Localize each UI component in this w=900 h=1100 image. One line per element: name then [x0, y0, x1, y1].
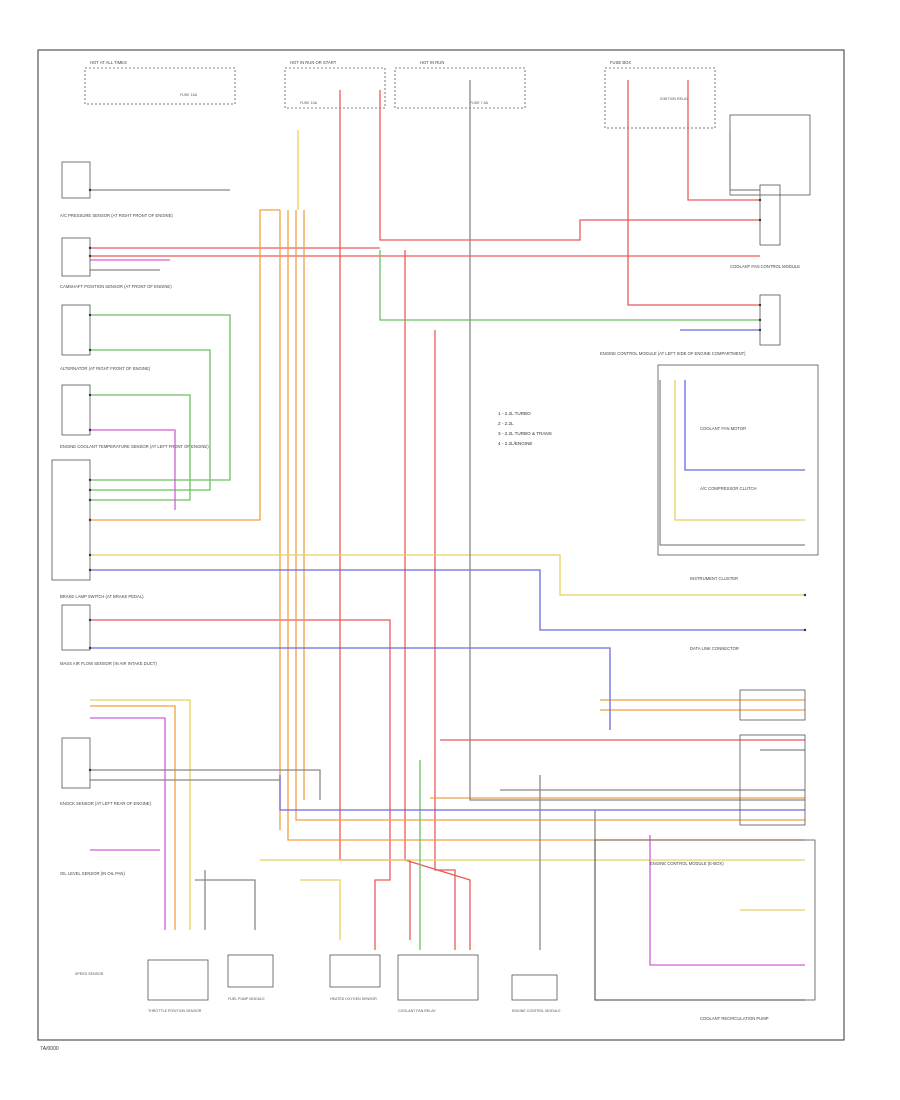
- right-label-7: ENGINE CONTROL MODULE (E-BOX): [650, 861, 724, 866]
- fuse-box-center: [284, 67, 386, 109]
- left-components: A/C PRESSURE SENSOR (AT RIGHT FRONT OF E…: [51, 161, 209, 876]
- bottom-label-1: SPEED SENSOR: [75, 972, 104, 976]
- legend-item-1: 1 - 2.2L TURBO: [498, 411, 531, 416]
- wire-blue-2: [90, 647, 611, 730]
- component-box-left-3: [61, 304, 91, 356]
- bottom-components: SPEED SENSOR THROTTLE POSITION SENSOR FU…: [75, 954, 561, 1013]
- bottom-label-3: FUEL PUMP MODULE: [228, 997, 265, 1001]
- right-label-3: COOLANT FAN MOTOR: [700, 426, 746, 431]
- fuse-box-right: [604, 67, 716, 129]
- connectors: [88, 188, 807, 772]
- wire-gray-2: [90, 769, 321, 800]
- component-box-bottom-3: [329, 954, 381, 988]
- left-label-5: BRAKE LAMP SWITCH (AT BRAKE PEDAL): [60, 594, 144, 599]
- left-label-8: OIL LEVEL SENSOR (IN OIL PAN): [60, 871, 125, 876]
- wire-blue-4: [279, 775, 805, 811]
- component-box-left-2: [61, 237, 91, 277]
- component-box-bottom-5: [511, 974, 558, 1001]
- power-distribution: HOT AT ALL TIMES HOT IN RUN OR START HOT…: [84, 60, 811, 196]
- top-label-7: FUSE 7.5A: [470, 101, 489, 105]
- legend-item-2: 2 - 2.2L: [498, 421, 514, 426]
- diagram-frame: [37, 49, 845, 1041]
- wire-gray-1: [469, 80, 805, 801]
- component-box-right-3: [657, 364, 819, 556]
- bottom-label-2: THROTTLE POSITION SENSOR: [148, 1009, 202, 1013]
- wire-blue-3: [684, 380, 805, 471]
- component-box-left-6: [61, 604, 91, 651]
- wire-red-1: [379, 90, 760, 241]
- legend-item-4: 4 - 2.2L/ENGINE: [498, 441, 532, 446]
- wire-red-6: [90, 619, 391, 950]
- wire-yellow-4: [90, 699, 191, 930]
- wire-yellow-5: [300, 879, 341, 940]
- component-box-right-2: [759, 294, 781, 346]
- wire-green-3: [90, 394, 191, 501]
- left-label-7: KNOCK SENSOR (AT LEFT REAR OF ENGINE): [60, 801, 152, 806]
- wire-magenta-2: [90, 717, 166, 930]
- right-label-5: INSTRUMENT CLUSTER: [690, 576, 738, 581]
- relay-box-top-right: [729, 114, 811, 196]
- legend: 1 - 2.2L TURBO 2 - 2.2L 3 - 2.2L TURBO &…: [498, 411, 552, 446]
- wire-red-3: [687, 80, 760, 201]
- component-box-right-5: [739, 734, 806, 826]
- wire-gray-4: [594, 810, 805, 1001]
- component-box-left-1: [61, 161, 91, 199]
- wire-orange-5: [90, 209, 280, 521]
- wires: [90, 80, 805, 1001]
- wire-gray-8: [659, 380, 805, 546]
- wire-red-8: [434, 330, 456, 950]
- wire-green-4: [379, 250, 760, 321]
- left-label-6: MASS AIR FLOW SENSOR (IN AIR INTAKE DUCT…: [60, 661, 157, 666]
- top-label-6: FUSE 10A: [300, 101, 318, 105]
- component-box-bottom-1: [147, 959, 209, 1001]
- component-box-left-4: [61, 384, 91, 436]
- wire-yellow-3: [674, 380, 805, 521]
- left-label-1: A/C PRESSURE SENSOR (AT RIGHT FRONT OF E…: [60, 213, 173, 218]
- component-box-right-4: [739, 689, 806, 721]
- wire-yellow-1: [90, 554, 805, 596]
- component-box-right-6: [594, 839, 816, 1001]
- wire-green-2: [90, 349, 211, 491]
- right-label-1: COOLANT FAN CONTROL MODULE: [730, 264, 800, 269]
- component-box-bottom-2: [227, 954, 274, 988]
- bottom-label-4: HEATED OXYGEN SENSOR: [330, 997, 377, 1001]
- right-label-6: DATA LINK CONNECTOR: [690, 646, 739, 651]
- fuse-box-center-right: [394, 67, 526, 109]
- left-label-4: ENGINE COOLANT TEMPERATURE SENSOR (AT LE…: [60, 444, 209, 449]
- wire-magenta-4: [649, 835, 805, 966]
- wire-orange-6: [90, 705, 176, 930]
- component-box-left-7: [61, 737, 91, 789]
- component-box-bottom-4: [397, 954, 479, 1001]
- top-label-8: IGNITION RELAY: [660, 97, 689, 101]
- wire-red-2: [627, 80, 760, 306]
- wire-red-7: [404, 250, 471, 950]
- top-label-3: HOT IN RUN: [420, 60, 444, 65]
- right-label-8: COOLANT RECIRCULATION PUMP: [700, 1016, 769, 1021]
- component-box-right-1: [759, 184, 781, 246]
- fuse-box-left: [84, 67, 236, 105]
- right-label-2: ENGINE CONTROL MODULE (AT LEFT SIDE OF E…: [600, 351, 746, 356]
- wire-green-1: [90, 314, 231, 481]
- component-box-left-5: [51, 459, 91, 581]
- bottom-label-6: ENGINE CONTROL MODULE: [512, 1009, 561, 1013]
- wire-blue-1: [90, 569, 805, 631]
- footer-code: 7A/0000: [40, 1046, 59, 1052]
- top-label-4: FUSE BOX: [610, 60, 631, 65]
- wire-gray-9: [195, 870, 256, 930]
- top-label-5: FUSE 15A: [180, 93, 198, 97]
- wire-orange-3: [295, 210, 805, 821]
- wire-magenta-1: [90, 429, 176, 510]
- bottom-label-5: COOLANT FAN RELAY: [398, 1009, 436, 1013]
- wire-red-5: [339, 90, 411, 940]
- left-label-2: CAMSHAFT POSITION SENSOR (AT FRONT OF EN…: [60, 284, 172, 289]
- right-label-4: A/C COMPRESSOR CLUTCH: [700, 486, 757, 491]
- top-label-1: HOT AT ALL TIMES: [90, 60, 127, 65]
- wire-gray-7: [729, 130, 760, 191]
- right-components: COOLANT FAN CONTROL MODULE ENGINE CONTRO…: [594, 184, 819, 1021]
- left-label-3: ALTERNATOR (AT RIGHT FRONT OF ENGINE): [60, 366, 151, 371]
- top-label-2: HOT IN RUN OR START: [290, 60, 337, 65]
- legend-item-3: 3 - 2.2L TURBO & TRANS: [498, 431, 552, 436]
